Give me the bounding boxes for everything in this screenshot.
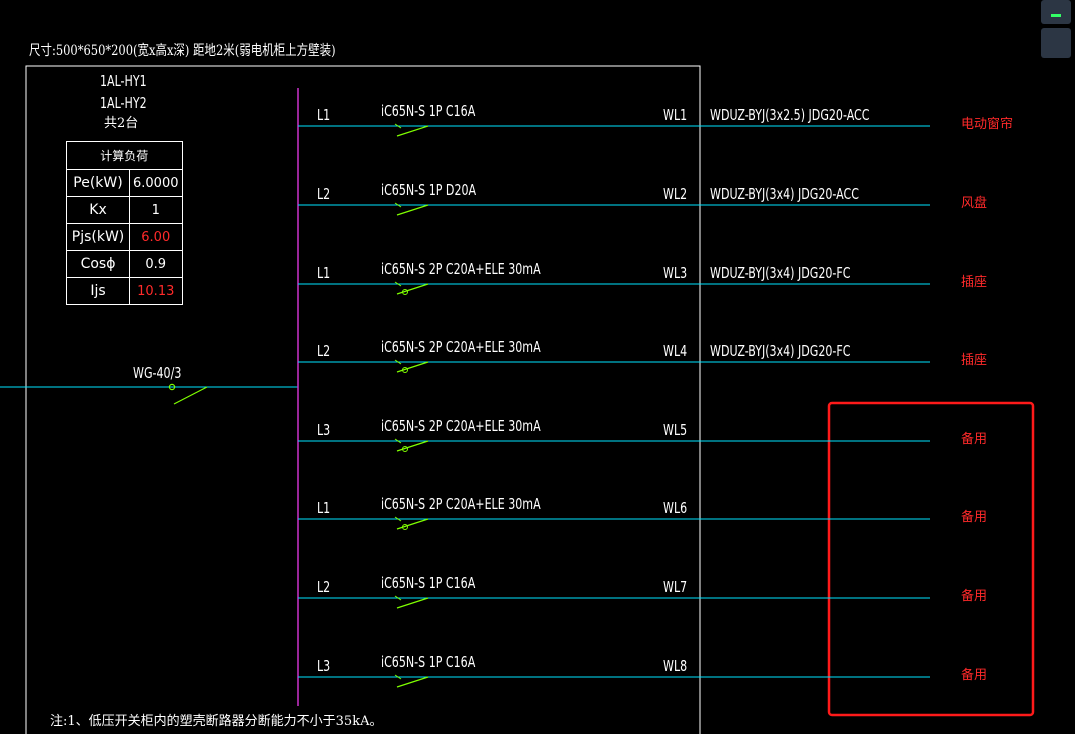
- table-row: Kx 1: [66, 196, 183, 224]
- table-row: Pe(kW) 6.0000: [66, 169, 183, 197]
- circuit-id: WL6: [663, 499, 688, 517]
- circuit-load-name: 备用: [961, 668, 988, 683]
- circuit-phase: L1: [317, 106, 331, 124]
- circuit-cable-spec: WDUZ-BYJ(3x2.5) JDG20-ACC: [710, 106, 870, 124]
- breaker-contact-mark: [394, 359, 402, 365]
- main-switch-label: WG-40/3: [133, 364, 182, 382]
- load-row-value: 10.13: [129, 277, 183, 305]
- table-row: Ijs 10.13: [66, 277, 183, 305]
- breaker-contact-mark: [394, 516, 402, 522]
- load-row-label: Kx: [66, 196, 130, 224]
- load-calculation-table: 计算负荷 Pe(kW) 6.0000 Kx 1 Pjs(kW) 6.00 Cos…: [66, 141, 183, 305]
- circuit-phase: L2: [317, 342, 331, 360]
- circuit-phase: L2: [317, 578, 331, 596]
- circuit-cable-spec: WDUZ-BYJ(3x4) JDG20-ACC: [710, 185, 859, 203]
- load-row-value: 6.0000: [129, 169, 183, 197]
- circuit-phase: L2: [317, 185, 331, 203]
- circuit-load-name: 备用: [961, 432, 988, 447]
- circuit-cable-spec: WDUZ-BYJ(3x4) JDG20-FC: [710, 264, 851, 282]
- circuit-breaker-spec: iC65N-S 2P C20A+ELE 30mA: [381, 495, 541, 513]
- circuit-breaker-spec: iC65N-S 1P C16A: [381, 102, 476, 120]
- circuit-phase: L3: [317, 657, 331, 675]
- spare-circuits-highlight-box: [827, 401, 1035, 717]
- load-row-value: 0.9: [129, 250, 183, 278]
- breaker-symbol: [396, 283, 429, 295]
- circuit-breaker-spec: iC65N-S 1P C16A: [381, 653, 476, 671]
- circuit-breaker-spec: iC65N-S 1P C16A: [381, 574, 476, 592]
- circuit-id: WL8: [663, 657, 688, 675]
- breaker-contact-mark: [394, 123, 402, 129]
- panel-frame: [25, 65, 701, 734]
- circuit-phase: L1: [317, 264, 331, 282]
- footnote: 注:1、低压开关柜内的塑壳断路器分断能力不小于35kA。: [50, 714, 383, 729]
- breaker-symbol: [396, 518, 429, 530]
- panel-name-2: 1AL-HY2: [100, 94, 147, 112]
- breaker-contact-mark: [394, 438, 402, 444]
- breaker-symbol: [396, 204, 429, 216]
- rcd-symbol: [402, 367, 408, 373]
- breaker-symbol: [396, 440, 429, 452]
- breaker-contact-mark: [394, 281, 402, 287]
- circuit-breaker-spec: iC65N-S 2P C20A+ELE 30mA: [381, 260, 541, 278]
- rcd-symbol: [402, 446, 408, 452]
- circuit-phase: L3: [317, 421, 331, 439]
- breaker-contact-mark: [394, 202, 402, 208]
- breaker-symbol: [396, 125, 429, 137]
- load-table-header: 计算负荷: [66, 141, 183, 170]
- circuit-phase: L1: [317, 499, 331, 517]
- circuit-breaker-spec: iC65N-S 2P C20A+ELE 30mA: [381, 417, 541, 435]
- minimize-icon: [1051, 14, 1061, 17]
- circuit-load-name: 备用: [961, 589, 988, 604]
- circuit-load-name: 插座: [961, 275, 988, 290]
- circuit-breaker-spec: iC65N-S 2P C20A+ELE 30mA: [381, 338, 541, 356]
- circuit-id: WL1: [663, 106, 688, 124]
- panel-name-1: 1AL-HY1: [100, 72, 147, 90]
- circuit-load-name: 风盘: [961, 196, 988, 211]
- main-switch-symbol: [168, 383, 208, 405]
- load-row-value: 6.00: [129, 223, 183, 251]
- circuit-breaker-spec: iC65N-S 1P D20A: [381, 181, 477, 199]
- circuit-load-name: 插座: [961, 353, 988, 368]
- table-row: Cosϕ 0.9: [66, 250, 183, 278]
- panel-count: 共2台: [104, 116, 139, 131]
- load-row-label: Pjs(kW): [66, 223, 130, 251]
- panel-icon: [1047, 34, 1065, 52]
- load-row-label: Cosϕ: [66, 250, 130, 278]
- load-row-label: Ijs: [66, 277, 130, 305]
- breaker-symbol: [396, 676, 429, 688]
- breaker-symbol: [396, 597, 429, 609]
- panel-dimension-note: 尺寸:500*650*200(宽x高x深) 距地2米(弱电机柜上方壁装): [29, 43, 336, 59]
- breaker-symbol: [396, 361, 429, 373]
- circuit-cable-spec: WDUZ-BYJ(3x4) JDG20-FC: [710, 342, 851, 360]
- breaker-contact-mark: [394, 674, 402, 680]
- circuit-id: WL3: [663, 264, 688, 282]
- circuit-id: WL5: [663, 421, 688, 439]
- circuit-id: WL7: [663, 578, 688, 596]
- table-row: Pjs(kW) 6.00: [66, 223, 183, 251]
- rcd-symbol: [402, 289, 408, 295]
- circuit-id: WL2: [663, 185, 688, 203]
- circuit-id: WL4: [663, 342, 688, 360]
- rcd-symbol: [402, 524, 408, 530]
- panel-toggle-button[interactable]: [1041, 28, 1071, 58]
- circuit-load-name: 备用: [961, 510, 988, 525]
- minimize-button[interactable]: [1041, 0, 1071, 24]
- load-row-value: 1: [129, 196, 183, 224]
- load-row-label: Pe(kW): [66, 169, 130, 197]
- breaker-contact-mark: [394, 595, 402, 601]
- circuit-load-name: 电动窗帘: [961, 117, 1014, 132]
